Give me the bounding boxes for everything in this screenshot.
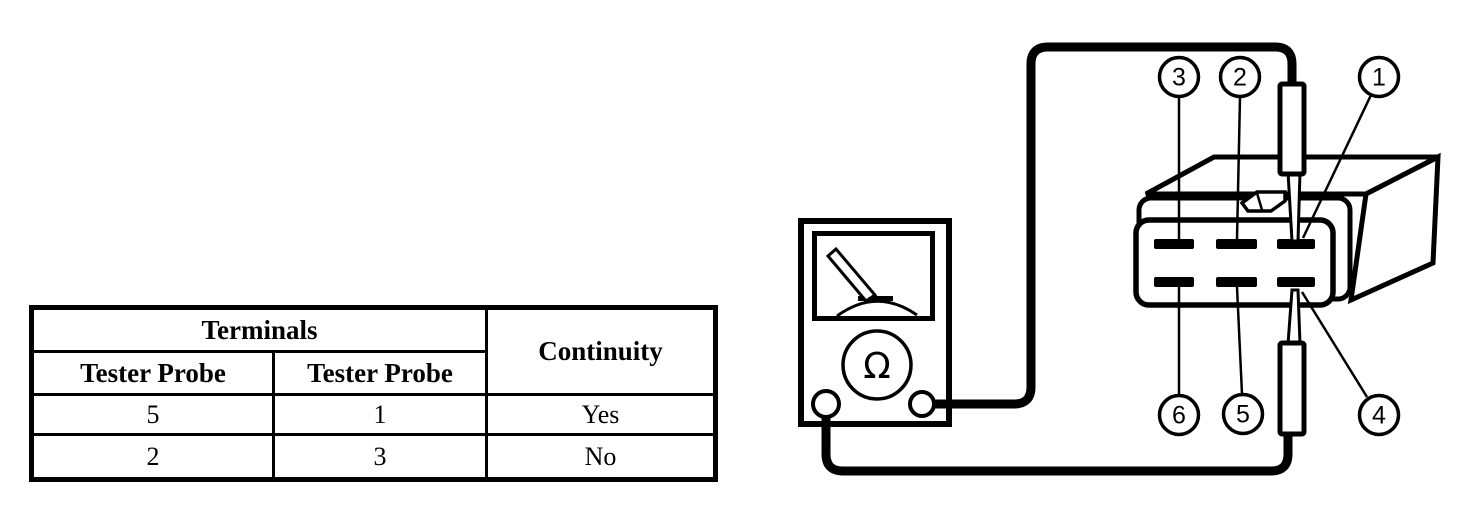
callout-circle-2 <box>1218 55 1262 99</box>
test-lead-wire-bottom <box>821 408 1293 476</box>
continuity-header: Continuity <box>485 306 718 396</box>
meter-needle <box>825 246 878 303</box>
callout-circle-4 <box>1357 393 1401 437</box>
continuity-table: Terminals Continuity Tester Probe Tester… <box>29 305 719 482</box>
leader-line-1 <box>1301 94 1373 239</box>
tester-probe-bottom <box>1277 288 1307 437</box>
callout-label-6: 6 <box>1172 402 1186 430</box>
row1-probe-right: 1 <box>271 393 489 436</box>
row2-probe-left: 2 <box>30 433 275 481</box>
row2-continuity: No <box>485 433 718 481</box>
tester-probe-header-left: Tester Probe <box>30 350 275 396</box>
tester-probe-top <box>1277 81 1307 243</box>
ohm-symbol: Ω <box>863 346 891 387</box>
terminal-slot-2 <box>1216 239 1257 249</box>
callout-circle-5 <box>1221 392 1265 436</box>
row1-continuity: Yes <box>485 393 718 436</box>
callout-label-3: 3 <box>1172 64 1186 92</box>
probe-body-top <box>1277 81 1307 177</box>
table-row: 2 3 No <box>30 433 718 481</box>
connector-right-face <box>1347 152 1441 305</box>
connector-key-tab-edge <box>1255 192 1264 211</box>
callout-leader-lines <box>1177 94 1373 398</box>
callout-label-2: 2 <box>1233 64 1247 92</box>
terminal-slot-6 <box>1154 277 1194 287</box>
terminal-slot-3 <box>1154 239 1194 249</box>
callout-label-5: 5 <box>1236 401 1250 429</box>
meter-jack-right <box>908 390 936 418</box>
leader-line-2 <box>1235 96 1242 240</box>
test-lead-wire-top <box>928 42 1297 409</box>
callout-circle-1 <box>1357 55 1401 99</box>
ohmmeter-display <box>812 231 935 321</box>
callout-label-1: 1 <box>1372 64 1386 92</box>
table-row: 5 1 Yes <box>30 393 718 436</box>
row1-probe-left: 5 <box>30 393 275 436</box>
terminal-slot-4 <box>1277 277 1315 287</box>
leader-line-4 <box>1300 291 1369 398</box>
meter-jack-left <box>811 389 841 419</box>
leader-line-5 <box>1235 286 1244 395</box>
callout-label-4: 4 <box>1372 402 1386 430</box>
terminals-header: Terminals <box>29 306 489 353</box>
callout-circle-6 <box>1157 393 1201 437</box>
meter-scale-arc <box>836 299 918 318</box>
probe-body-bottom <box>1277 340 1307 437</box>
tester-probe-header-right: Tester Probe <box>271 350 489 396</box>
row2-probe-right: 3 <box>271 433 489 481</box>
terminal-slot-5 <box>1216 277 1257 287</box>
connector-key-tab <box>1239 190 1287 213</box>
terminal-callouts: 3 2 1 6 5 4 <box>1157 55 1401 437</box>
ohm-dial <box>841 329 913 401</box>
terminal-slot-1 <box>1277 239 1315 249</box>
callout-circle-3 <box>1157 55 1201 99</box>
